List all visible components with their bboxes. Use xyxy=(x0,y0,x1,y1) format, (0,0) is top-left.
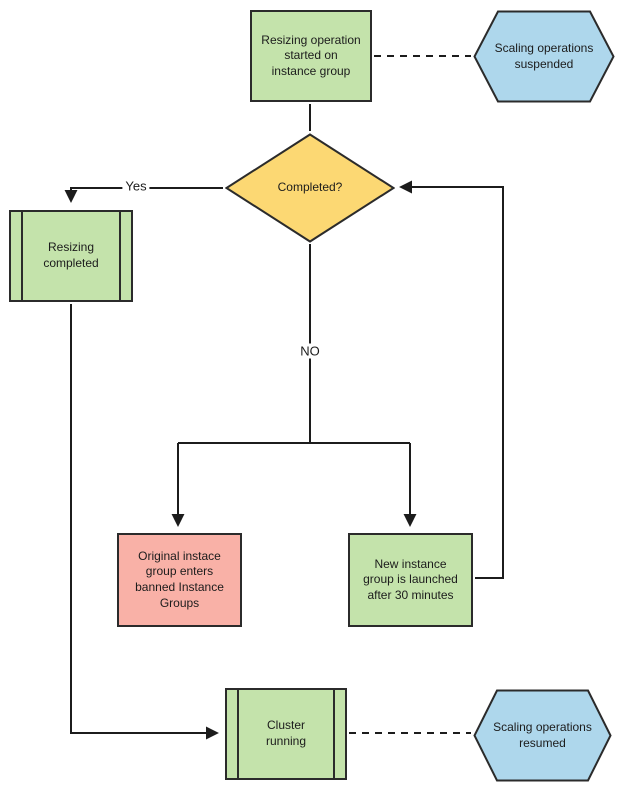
node-label: New instance group is launched after 30 … xyxy=(363,556,458,602)
predefined-process-bar xyxy=(21,212,23,300)
node-scaling-suspended: Scaling operations suspended xyxy=(473,10,615,103)
predefined-process-bar xyxy=(237,690,239,778)
node-cluster-running: Cluster running xyxy=(225,688,347,780)
node-new-instance-group: New instance group is launched after 30 … xyxy=(348,533,473,627)
node-label: Original instace group enters banned Ins… xyxy=(135,548,224,610)
edge-completed-cluster xyxy=(70,304,219,740)
node-label: Resizing completed xyxy=(43,240,99,270)
node-label: Scaling operations suspended xyxy=(494,40,594,71)
hexagon-shape xyxy=(473,689,612,782)
node-resizing-completed: Resizing completed xyxy=(9,210,133,302)
predefined-process-bar xyxy=(333,690,335,778)
node-label: Completed? xyxy=(277,180,343,195)
predefined-process-bar xyxy=(119,212,121,300)
node-label: Resizing operation started on instance g… xyxy=(261,32,361,78)
node-banned-groups: Original instace group enters banned Ins… xyxy=(117,533,242,627)
edge-yes xyxy=(64,187,223,203)
node-resizing-start: Resizing operation started on instance g… xyxy=(250,10,372,102)
node-completed-decision: Completed? xyxy=(225,133,395,243)
hexagon-shape xyxy=(473,10,615,103)
node-scaling-resumed: Scaling operations resumed xyxy=(473,689,612,782)
node-label: Scaling operations resumed xyxy=(493,719,592,750)
edge-label-no: NO xyxy=(297,343,323,359)
edge-label-yes: Yes xyxy=(122,178,150,194)
node-label: Cluster running xyxy=(265,718,307,748)
diamond-shape xyxy=(225,133,395,243)
edge-feedback xyxy=(399,180,504,579)
